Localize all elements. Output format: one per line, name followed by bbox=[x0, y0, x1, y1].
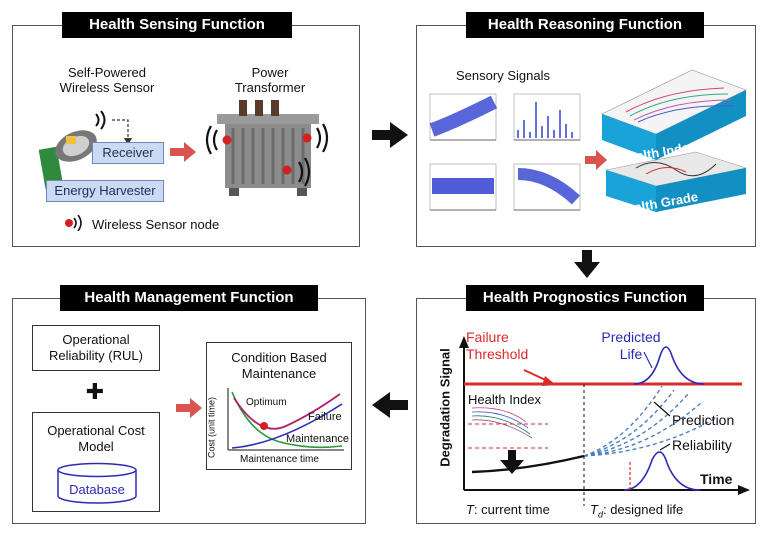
sensory-signal-plot-1 bbox=[429, 93, 498, 141]
degradation-signal-axis-label: Degradation Signal bbox=[437, 348, 453, 467]
health-prognostics-title: Health Prognostics Function bbox=[466, 285, 704, 311]
sensing-to-transformer-arrow bbox=[170, 142, 196, 162]
management-arrow bbox=[176, 398, 202, 418]
current-time-text: : current time bbox=[473, 502, 550, 517]
operational-reliability-line1: Operational bbox=[62, 332, 130, 347]
predicted-life-line2: Life bbox=[619, 346, 643, 362]
cbm-optimum-label: Optimum bbox=[246, 397, 287, 408]
sensor-label-line2: Wireless Sensor bbox=[59, 80, 155, 95]
health-prognostics-panel bbox=[416, 298, 756, 524]
operational-reliability-box: Operational Reliability (RUL) bbox=[32, 325, 160, 371]
failure-threshold-line1: Failure bbox=[466, 329, 509, 345]
receiver-connector bbox=[112, 119, 132, 145]
sensor-wave-icon bbox=[95, 110, 106, 130]
receiver-box: Receiver bbox=[92, 142, 164, 164]
energy-harvester-box: Energy Harvester bbox=[46, 180, 164, 202]
operational-reliability-line2: Reliability (RUL) bbox=[49, 348, 143, 363]
prognostics-to-management-arrow bbox=[372, 392, 408, 418]
failure-threshold-line2: Threshold bbox=[466, 346, 529, 362]
operational-cost-line2: Model bbox=[78, 439, 114, 454]
cbm-x-axis-label: Maintenance time bbox=[240, 454, 319, 465]
power-transformer-illustration bbox=[205, 100, 329, 196]
transformer-label-line1: Power bbox=[251, 65, 289, 80]
cbm-y-axis-label: Cost (unit time) bbox=[206, 397, 217, 459]
transformer-label-line2: Transformer bbox=[234, 80, 306, 95]
predicted-life-line1: Predicted bbox=[601, 329, 661, 345]
cbm-title-line2: Maintenance bbox=[241, 366, 317, 381]
designed-life-label: Td: designed life bbox=[590, 502, 683, 523]
cbm-box bbox=[206, 342, 352, 470]
wireless-node-legend-icon bbox=[65, 215, 82, 231]
database-icon bbox=[57, 462, 137, 504]
designed-life-subscript: d bbox=[597, 509, 603, 520]
sensor-label-line1: Self-Powered bbox=[67, 65, 147, 80]
sensory-signal-plot-3 bbox=[429, 163, 497, 211]
reliability-label: Reliability bbox=[672, 437, 732, 453]
designed-life-text: : designed life bbox=[602, 502, 684, 517]
cbm-title-line1: Condition Based bbox=[231, 350, 327, 365]
health-reasoning-title: Health Reasoning Function bbox=[466, 12, 704, 38]
operational-cost-line1: Operational Cost bbox=[47, 423, 145, 438]
plus-icon: ✚ bbox=[85, 379, 105, 404]
cbm-failure-label: Failure bbox=[308, 411, 342, 423]
health-management-title: Health Management Function bbox=[60, 285, 318, 311]
prognostics-chart bbox=[459, 336, 750, 506]
designed-life-symbol: T bbox=[590, 502, 598, 517]
current-time-symbol: T bbox=[466, 502, 474, 517]
time-axis-label: Time bbox=[700, 471, 733, 487]
cbm-cost-chart bbox=[227, 388, 344, 451]
reasoning-to-prognostics-arrow bbox=[574, 250, 600, 278]
sensory-signal-plot-2 bbox=[513, 93, 581, 141]
cbm-maintenance-label: Maintenance bbox=[286, 433, 349, 445]
wireless-node-legend-label: Wireless Sensor node bbox=[92, 217, 220, 232]
current-time-label: T: current time bbox=[466, 502, 550, 517]
sensory-signal-plot-4 bbox=[513, 163, 581, 211]
health-sensing-title: Health Sensing Function bbox=[62, 12, 292, 38]
sensory-signals-label: Sensory Signals bbox=[456, 68, 550, 83]
prediction-label: Prediction bbox=[672, 412, 735, 428]
database-label: Database bbox=[69, 482, 125, 497]
health-cubes-illustration bbox=[601, 69, 748, 212]
signals-to-index-arrow bbox=[585, 150, 607, 170]
sensor-device-illustration bbox=[38, 130, 97, 190]
sensing-to-reasoning-arrow bbox=[372, 122, 408, 148]
health-index-inset-label: Health Index bbox=[468, 392, 541, 407]
